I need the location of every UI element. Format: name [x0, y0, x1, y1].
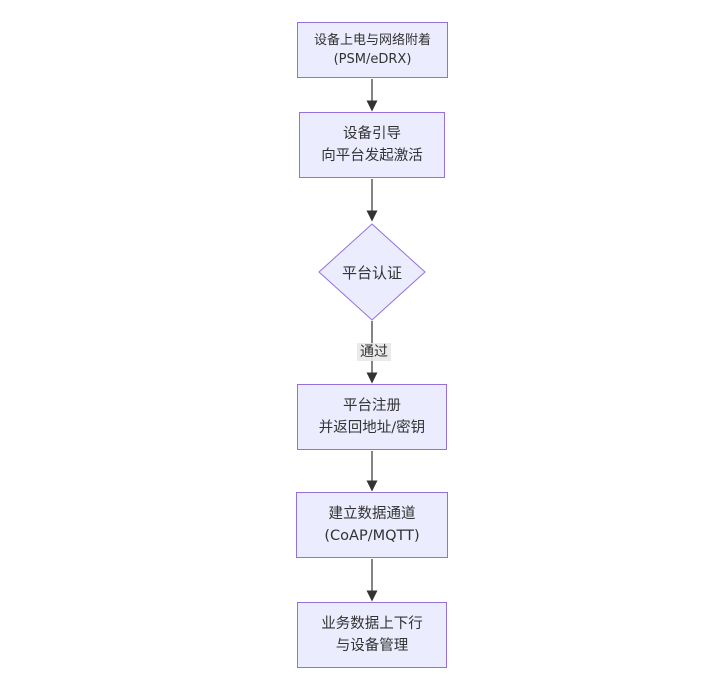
node-business-data: 业务数据上下行 与设备管理 — [297, 602, 447, 668]
node-platform-auth-label: 平台认证 — [341, 263, 402, 282]
node-power-attach: 设备上电与网络附着 (PSM/eDRX) — [297, 22, 448, 78]
node-platform-register: 平台注册 并返回地址/密钥 — [297, 384, 447, 450]
node-business-data-line2: 与设备管理 — [335, 638, 409, 654]
diamond-shape — [318, 223, 426, 321]
node-device-boot-line1: 设备引导 — [343, 126, 401, 142]
node-data-channel-line1: 建立数据通道 — [328, 506, 416, 522]
node-power-attach-line2: (PSM/eDRX) — [333, 52, 412, 67]
edge-label-pass: 通过 — [357, 343, 391, 361]
node-data-channel-line2: (CoAP/MQTT) — [324, 528, 420, 544]
node-platform-register-line1: 平台注册 — [343, 398, 401, 414]
node-power-attach-line1: 设备上电与网络附着 — [313, 33, 431, 48]
node-device-boot-line2: 向平台发起激活 — [321, 148, 423, 164]
node-business-data-line1: 业务数据上下行 — [321, 616, 423, 632]
node-platform-register-line2: 并返回地址/密钥 — [318, 420, 426, 436]
node-platform-auth-decision: 平台认证 — [318, 223, 426, 321]
node-device-boot: 设备引导 向平台发起激活 — [299, 112, 445, 178]
node-data-channel: 建立数据通道 (CoAP/MQTT) — [296, 492, 448, 558]
